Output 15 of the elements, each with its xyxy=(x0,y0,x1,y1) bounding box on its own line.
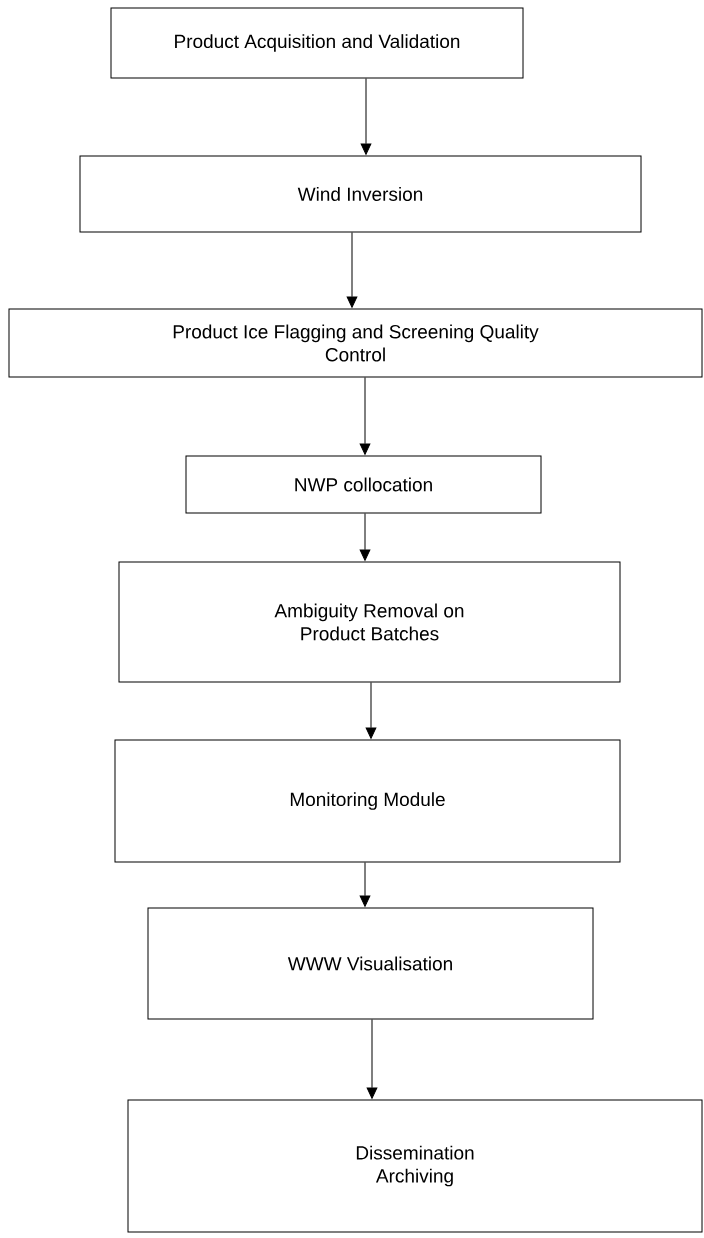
arrow xyxy=(360,78,372,155)
process-box: Monitoring Module xyxy=(114,739,621,863)
process-box: Wind Inversion xyxy=(79,155,642,233)
process-box: Product Ice Flagging and Screening Quality Control xyxy=(8,308,703,378)
process-box: WWW Visualisation xyxy=(147,907,594,1020)
process-box: NWP collocation xyxy=(185,455,542,514)
arrow xyxy=(359,513,371,561)
process-box: Product Acquisition and Validation xyxy=(110,7,524,79)
arrow xyxy=(365,682,377,739)
arrow xyxy=(346,232,358,308)
process-box: Ambiguity Removal on Product Batches xyxy=(118,561,621,683)
arrow xyxy=(359,862,371,907)
process-box: Dissemination Archiving xyxy=(127,1099,703,1233)
arrow xyxy=(366,1019,378,1099)
arrow xyxy=(359,377,371,455)
